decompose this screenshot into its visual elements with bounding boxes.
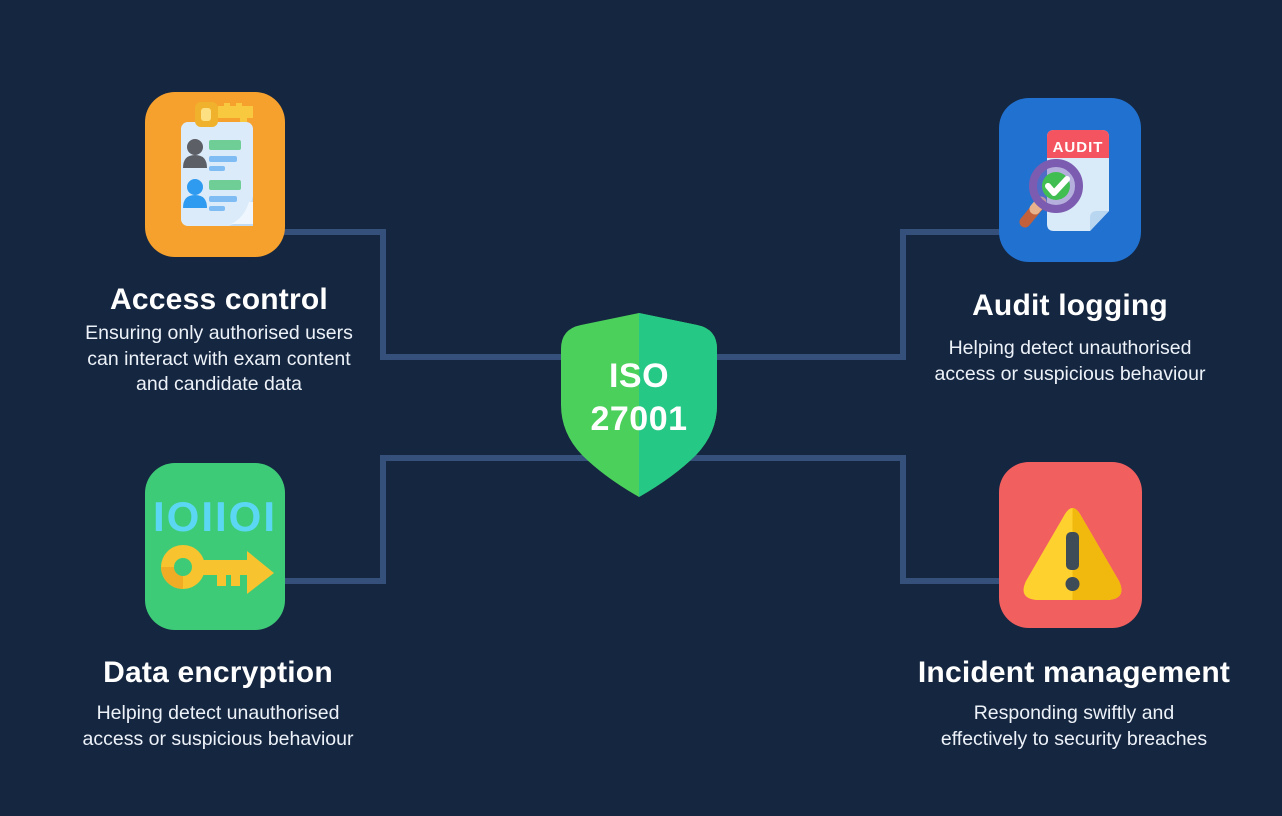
- binary-code-key-icon: IOIIOI: [145, 463, 285, 630]
- audit-logging-icon-tile: AUDIT: [999, 98, 1141, 262]
- description-line: access or suspicious behaviour: [82, 727, 354, 750]
- connector-incident-management-horizontal: [900, 578, 1001, 584]
- description-line: Helping detect unauthorised: [96, 702, 340, 724]
- clipboard-users-key-icon: [145, 92, 285, 257]
- access-control-description: Ensuring only authorised users can inter…: [0, 321, 439, 398]
- connector-access-control-horizontal: [283, 229, 386, 235]
- access-control-icon-tile: [145, 92, 285, 257]
- binary-text: IOIIOI: [153, 493, 277, 540]
- description-line: Helping detect unauthorised: [948, 337, 1192, 359]
- description-line: Responding swiftly and: [973, 702, 1175, 724]
- incident-management-title: Incident management: [917, 656, 1231, 689]
- data-encryption-icon-tile: IOIIOI: [145, 463, 285, 630]
- warning-triangle-icon: [999, 462, 1142, 628]
- connector-data-encryption-vertical: [380, 455, 386, 584]
- connector-data-encryption-horizontal: [283, 578, 386, 584]
- shield-right-half: [639, 313, 717, 497]
- audit-badge-text: AUDIT: [1053, 139, 1104, 156]
- iso-label-line2: 27001: [590, 400, 688, 438]
- audit-logging-title: Audit logging: [972, 289, 1168, 322]
- audit-logging-description: Helping detect unauthorised access or su…: [850, 336, 1282, 387]
- description-line: access or suspicious behaviour: [934, 362, 1206, 385]
- connector-incident-management-vertical: [900, 455, 906, 584]
- data-encryption-title: Data encryption: [103, 656, 333, 689]
- connector-audit-logging-horizontal: [900, 229, 1001, 235]
- shield-graphic: [561, 313, 717, 497]
- connector-audit-logging-vertical: [900, 229, 906, 360]
- description-line: and candidate data: [136, 373, 302, 395]
- description-line: effectively to security breaches: [940, 727, 1208, 750]
- data-encryption-description: Helping detect unauthorised access or su…: [0, 701, 438, 752]
- description-line: can interact with exam content: [87, 347, 351, 370]
- iso-shield-icon: [560, 311, 718, 499]
- incident-management-description: Responding swiftly and effectively to se…: [854, 701, 1282, 752]
- access-control-title: Access control: [110, 283, 328, 316]
- incident-management-icon-tile: [999, 462, 1142, 628]
- iso-27001-label: ISO 27001: [560, 355, 718, 441]
- iso-label-line1: ISO: [608, 357, 670, 395]
- audit-document-magnifier-icon: AUDIT: [999, 98, 1141, 262]
- description-line: Ensuring only authorised users: [85, 322, 353, 344]
- connector-access-control-vertical: [380, 229, 386, 360]
